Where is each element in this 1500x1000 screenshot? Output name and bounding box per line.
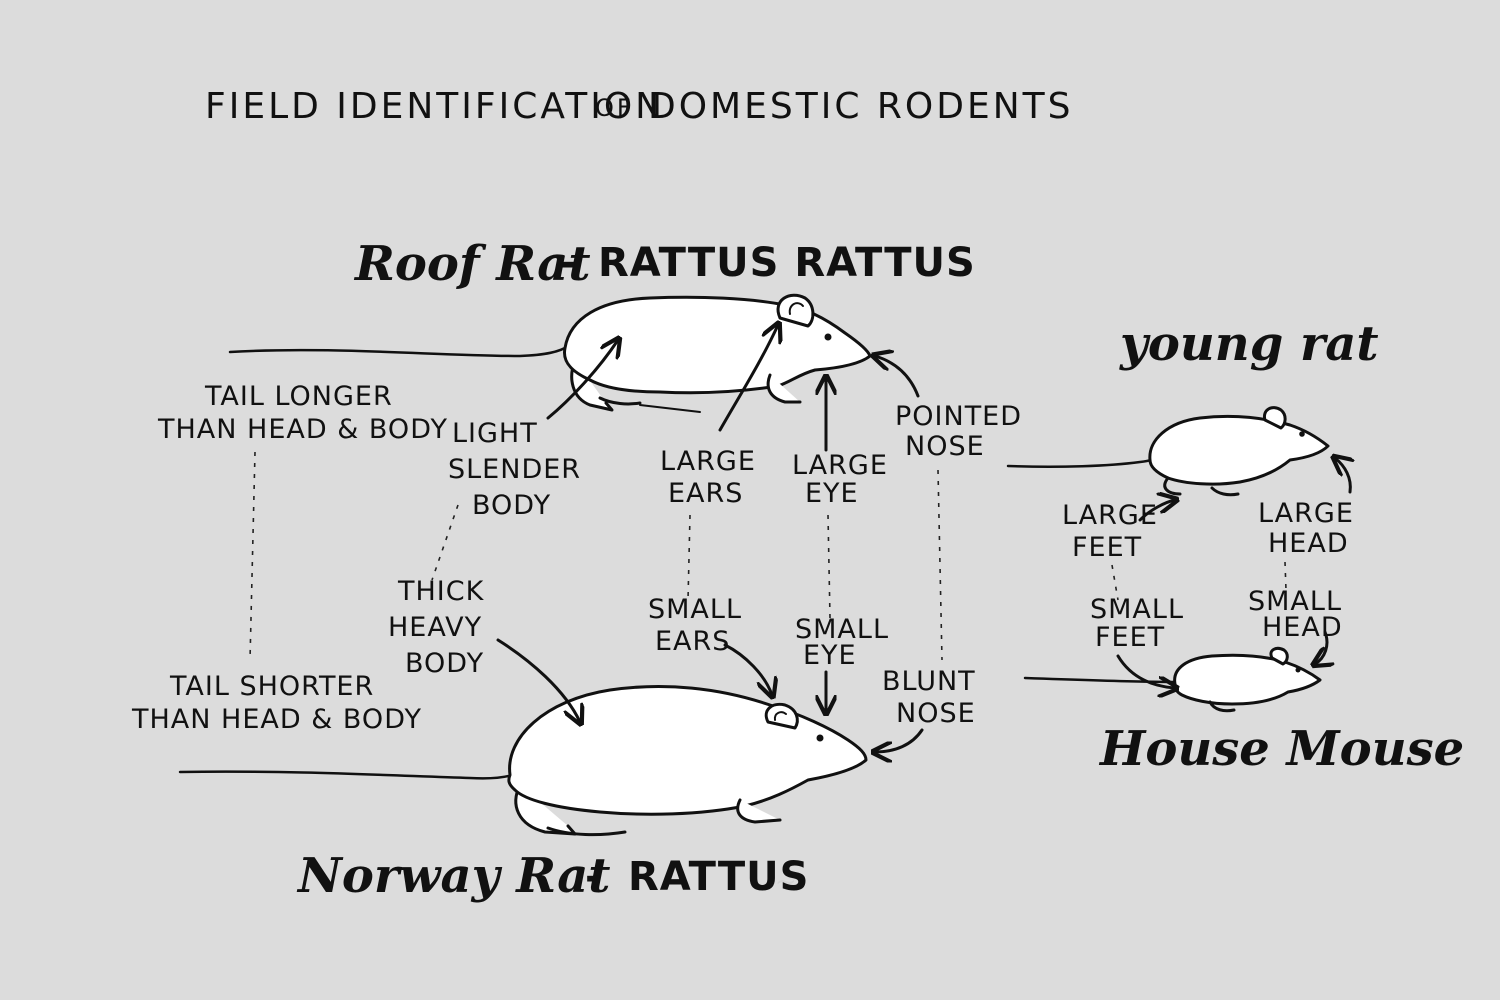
label-text: SMALL	[795, 614, 889, 645]
roof-rat-drawing	[228, 293, 872, 413]
connector-tail	[249, 451, 256, 661]
label-thick-heavy-body: THICK HEAVY BODY	[388, 576, 485, 679]
roof-rat-heading: Roof Rat - RATTUS RATTUS	[353, 236, 976, 292]
pointer-arrows	[496, 325, 1350, 752]
label-text: BODY	[472, 490, 551, 521]
label-pointed-nose: POINTED NOSE	[895, 401, 1022, 462]
label-large-head: LARGE HEAD	[1258, 498, 1354, 559]
arrow-large-feet	[1138, 500, 1175, 522]
label-large-eye: LARGE EYE	[792, 450, 888, 509]
label-text: LIGHT	[452, 418, 538, 449]
label-small-eye: SMALL EYE	[795, 614, 889, 671]
label-text: SMALL	[1090, 594, 1184, 625]
dotted-connectors	[249, 451, 1287, 661]
label-text: NOSE	[905, 431, 985, 462]
label-text: LARGE	[1062, 500, 1158, 531]
roof-rat-name: Roof Rat	[353, 236, 591, 292]
connector-eye	[827, 514, 831, 619]
arrow-slender-body	[546, 340, 618, 420]
title-part2: OF	[595, 94, 634, 122]
label-blunt-nose: BLUNT NOSE	[882, 666, 976, 729]
label-text: EARS	[655, 626, 730, 657]
label-text: NOSE	[896, 698, 976, 729]
watermark: ~	[775, 867, 797, 897]
house-mouse-drawing	[1023, 646, 1322, 713]
connector-head	[1284, 561, 1287, 591]
label-small-feet: SMALL FEET	[1090, 594, 1184, 653]
connector-body	[431, 504, 459, 581]
label-text: FEET	[1095, 622, 1165, 653]
label-text: HEAD	[1268, 528, 1349, 559]
arrow-pointed-nose	[875, 356, 920, 398]
label-text: EARS	[668, 478, 743, 509]
arrow-large-head	[1335, 458, 1350, 494]
norway-rat-name: Norway Rat	[296, 848, 610, 904]
arrow-small-feet	[1116, 654, 1175, 688]
title-part1: FIELD IDENTIFICATION	[205, 86, 665, 127]
label-text: TAIL SHORTER	[169, 671, 374, 702]
label-text: FEET	[1072, 532, 1142, 563]
label-text: SLENDER	[448, 454, 581, 485]
arrow-blunt-nose	[875, 728, 924, 752]
label-text: TAIL LONGER	[204, 381, 393, 412]
label-tail-shorter: TAIL SHORTER THAN HEAD & BODY	[131, 671, 422, 735]
young-rat-heading: young rat	[1119, 316, 1379, 372]
connector-ears	[687, 514, 691, 601]
young-rat-drawing	[1006, 406, 1330, 497]
label-text: LARGE	[792, 450, 888, 481]
page-title: FIELD IDENTIFICATION OF DOMESTIC RODENTS	[205, 86, 1074, 127]
label-text: SMALL	[1248, 586, 1342, 617]
house-mouse-heading: House Mouse	[1098, 721, 1464, 777]
label-text: LARGE	[1258, 498, 1354, 529]
roof-rat-scientific: RATTUS RATTUS	[598, 240, 976, 286]
label-text: SMALL	[648, 594, 742, 625]
label-small-ears: SMALL EARS	[648, 594, 742, 657]
label-text: BLUNT	[882, 666, 976, 697]
label-text: THAN HEAD & BODY	[131, 704, 422, 735]
label-text: EYE	[805, 478, 859, 509]
label-text: LARGE	[660, 446, 756, 477]
norway-rat-drawing	[178, 685, 868, 837]
norway-rat-scientific: RATTUS	[628, 854, 809, 900]
label-text: BODY	[405, 648, 484, 679]
connector-nose	[937, 469, 943, 661]
arrow-large-ears	[718, 325, 778, 432]
label-tail-longer: TAIL LONGER THAN HEAD & BODY	[157, 381, 448, 445]
title-part3: DOMESTIC RODENTS	[648, 86, 1074, 127]
label-large-ears: LARGE EARS	[660, 446, 756, 509]
label-text: POINTED	[895, 401, 1022, 432]
label-text: HEAD	[1262, 612, 1343, 643]
label-text: THICK	[397, 576, 485, 607]
label-text: EYE	[803, 640, 857, 671]
label-text: THAN HEAD & BODY	[157, 414, 448, 445]
label-small-head: SMALL HEAD	[1248, 586, 1343, 643]
label-large-feet: LARGE FEET	[1062, 500, 1158, 563]
arrow-small-head	[1315, 630, 1327, 664]
arrow-small-ears	[723, 643, 772, 695]
label-text: HEAVY	[388, 612, 482, 643]
arrow-heavy-body	[496, 638, 580, 722]
norway-rat-separator: -	[585, 854, 603, 900]
label-light-slender-body: LIGHT SLENDER BODY	[448, 418, 581, 521]
norway-rat-heading: Norway Rat - RATTUS	[296, 848, 809, 904]
roof-rat-separator: -	[560, 240, 578, 286]
